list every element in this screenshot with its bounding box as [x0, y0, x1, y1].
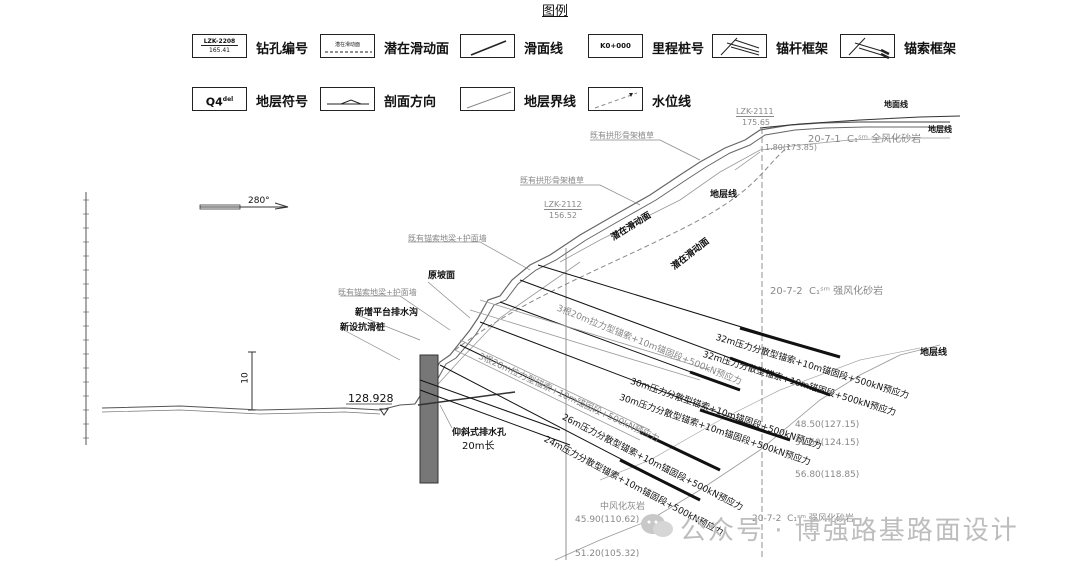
legend-label-stratum-symbol: 地层符号	[256, 95, 309, 110]
borehole-2111-depth: 1.80(173.85)	[765, 143, 818, 152]
layer-20-7-1: 20-7-1 C₁ˢᵐ 全风化砂岩	[808, 134, 922, 145]
elevation-mark	[346, 403, 392, 416]
borehole-depth-1: 48.50(127.15)	[795, 420, 860, 430]
drain-length-label: 20m长	[462, 441, 495, 452]
elevation-ruler	[83, 192, 89, 445]
direction-label: 280°	[248, 196, 270, 206]
ground-line-top	[759, 115, 961, 129]
borehole-depth-5: 51.20(105.32)	[575, 549, 640, 559]
legend-label-section-direction: 剖面方向	[384, 95, 437, 110]
stratum-symbol: Q4del	[192, 87, 247, 111]
stratum-boundary-lower	[554, 344, 941, 561]
original-slope-label: 原坡面	[428, 271, 456, 281]
leader-lines	[339, 139, 761, 429]
existing-label-1: 既有拱形骨架植草	[590, 131, 654, 140]
drain-hole-line	[417, 391, 516, 406]
legend-label-water-line: 水位线	[652, 95, 692, 110]
borehole-2111-elev: 175.65	[742, 118, 770, 127]
bolt-frame-symbol	[712, 34, 767, 58]
new-pile-label: 新设抗滑桩	[340, 323, 386, 333]
watermark-text: 公众号 · 博强路基路面设计	[680, 516, 1019, 546]
borehole-symbol: LZK-2208 165.41	[192, 34, 247, 58]
stratum-line-label-2: 地层线	[710, 190, 738, 200]
legend-label-slip-line: 滑面线	[524, 42, 564, 57]
water-line-symbol	[588, 87, 643, 111]
cable-frame-symbol	[840, 34, 895, 59]
stratum-line-label-1: 地层线	[928, 125, 952, 134]
direction-arrow	[199, 202, 289, 210]
legend-label-potential-slip: 潜在滑动面	[384, 42, 450, 57]
layer-20-7-2: 20-7-2 C₁ˢᵐ 强风化砂岩	[770, 286, 884, 297]
existing-label-2: 既有拱形骨架植草	[520, 176, 584, 185]
legend-title: 图例	[542, 4, 569, 19]
watermark: 公众号 · 博强路基路面设计	[640, 510, 1019, 547]
borehole-2112-id: LZK-2112	[544, 200, 582, 210]
stratum-line-label-3: 地层线	[920, 348, 948, 358]
layer-bottom: 20-7-2 C₁ˢᵐ 强风化砂岩	[752, 514, 854, 524]
stratum-line-symbol	[460, 87, 515, 111]
potential-slip-dashed	[454, 144, 791, 351]
chainage-symbol: K0+000	[588, 34, 643, 58]
potential-slip-symbol: 潜在滑动面	[320, 34, 375, 58]
slip-line-symbol	[460, 34, 515, 58]
borehole-depth-4: 45.90(110.62)	[575, 515, 640, 525]
stratum-boundary-upper	[559, 137, 950, 263]
legend-label-cable-frame: 锚索框架	[904, 42, 957, 57]
legend-label-chainage: 里程桩号	[652, 42, 705, 57]
legend-label-borehole: 钻孔编号	[256, 42, 309, 57]
ground-line-left	[101, 403, 416, 411]
borehole-depth-3: 56.80(118.85)	[795, 470, 860, 480]
original-slope	[419, 261, 581, 405]
existing-label-4: 既有锚索地梁+护面墙	[338, 288, 417, 297]
new-drain-label: 新增平台排水沟	[355, 308, 419, 318]
existing-cables	[454, 299, 711, 441]
elevation-label: 128.928	[348, 392, 394, 405]
borehole-2112-elev: 156.52	[549, 211, 577, 220]
section-direction-symbol	[320, 87, 375, 111]
existing-label-3: 既有锚索地梁+护面墙	[408, 234, 487, 243]
anchor-cables	[419, 264, 841, 502]
drain-hole-label: 仰斜式排水孔	[452, 428, 507, 438]
borehole-depth-2: 51.50(124.15)	[795, 438, 860, 448]
legend-label-stratum-line: 地层界线	[524, 95, 577, 110]
borehole-2111-id: LZK-2111	[736, 107, 774, 117]
scale-label: 10	[240, 372, 251, 384]
wechat-icon	[641, 514, 673, 537]
anti-slide-pile	[419, 354, 439, 484]
legend-label-bolt-frame: 锚杆框架	[776, 42, 829, 57]
mid-weathered-label: 中风化灰岩	[600, 502, 646, 512]
ground-line-label: 地面线	[884, 100, 908, 109]
